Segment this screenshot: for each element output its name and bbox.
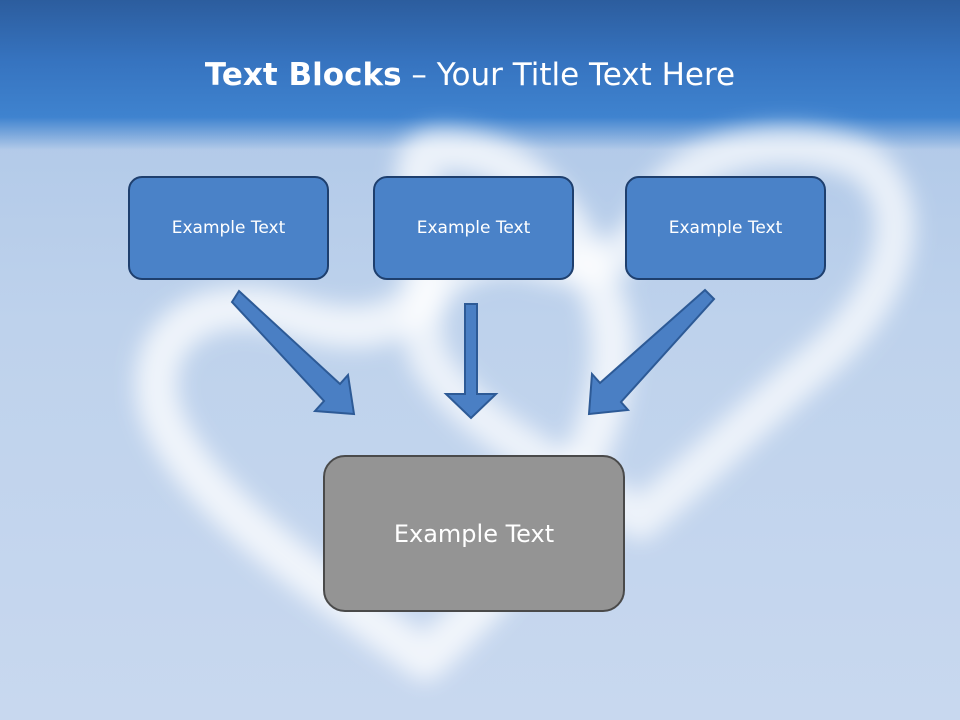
- title-dash: –: [401, 57, 437, 93]
- text-block-1[interactable]: Example Text: [128, 176, 329, 280]
- title-bar: [0, 0, 960, 150]
- text-block-3-label: Example Text: [668, 218, 783, 238]
- title-text-part: Your Title Text Here: [436, 57, 736, 93]
- result-block[interactable]: Example Text: [323, 455, 625, 612]
- text-block-2[interactable]: Example Text: [373, 176, 574, 280]
- arrow-diagonal-right-icon: [230, 289, 356, 416]
- text-block-1-label: Example Text: [171, 218, 286, 238]
- arrow-down-icon: [443, 303, 499, 420]
- result-block-label: Example Text: [393, 519, 555, 548]
- title-bold-part: Text Blocks: [204, 57, 402, 93]
- slide-title: Text Blocks – Your Title Text Here: [0, 54, 940, 96]
- text-block-3[interactable]: Example Text: [625, 176, 826, 280]
- arrow-diagonal-left-icon: [587, 288, 716, 416]
- text-block-2-label: Example Text: [416, 218, 531, 238]
